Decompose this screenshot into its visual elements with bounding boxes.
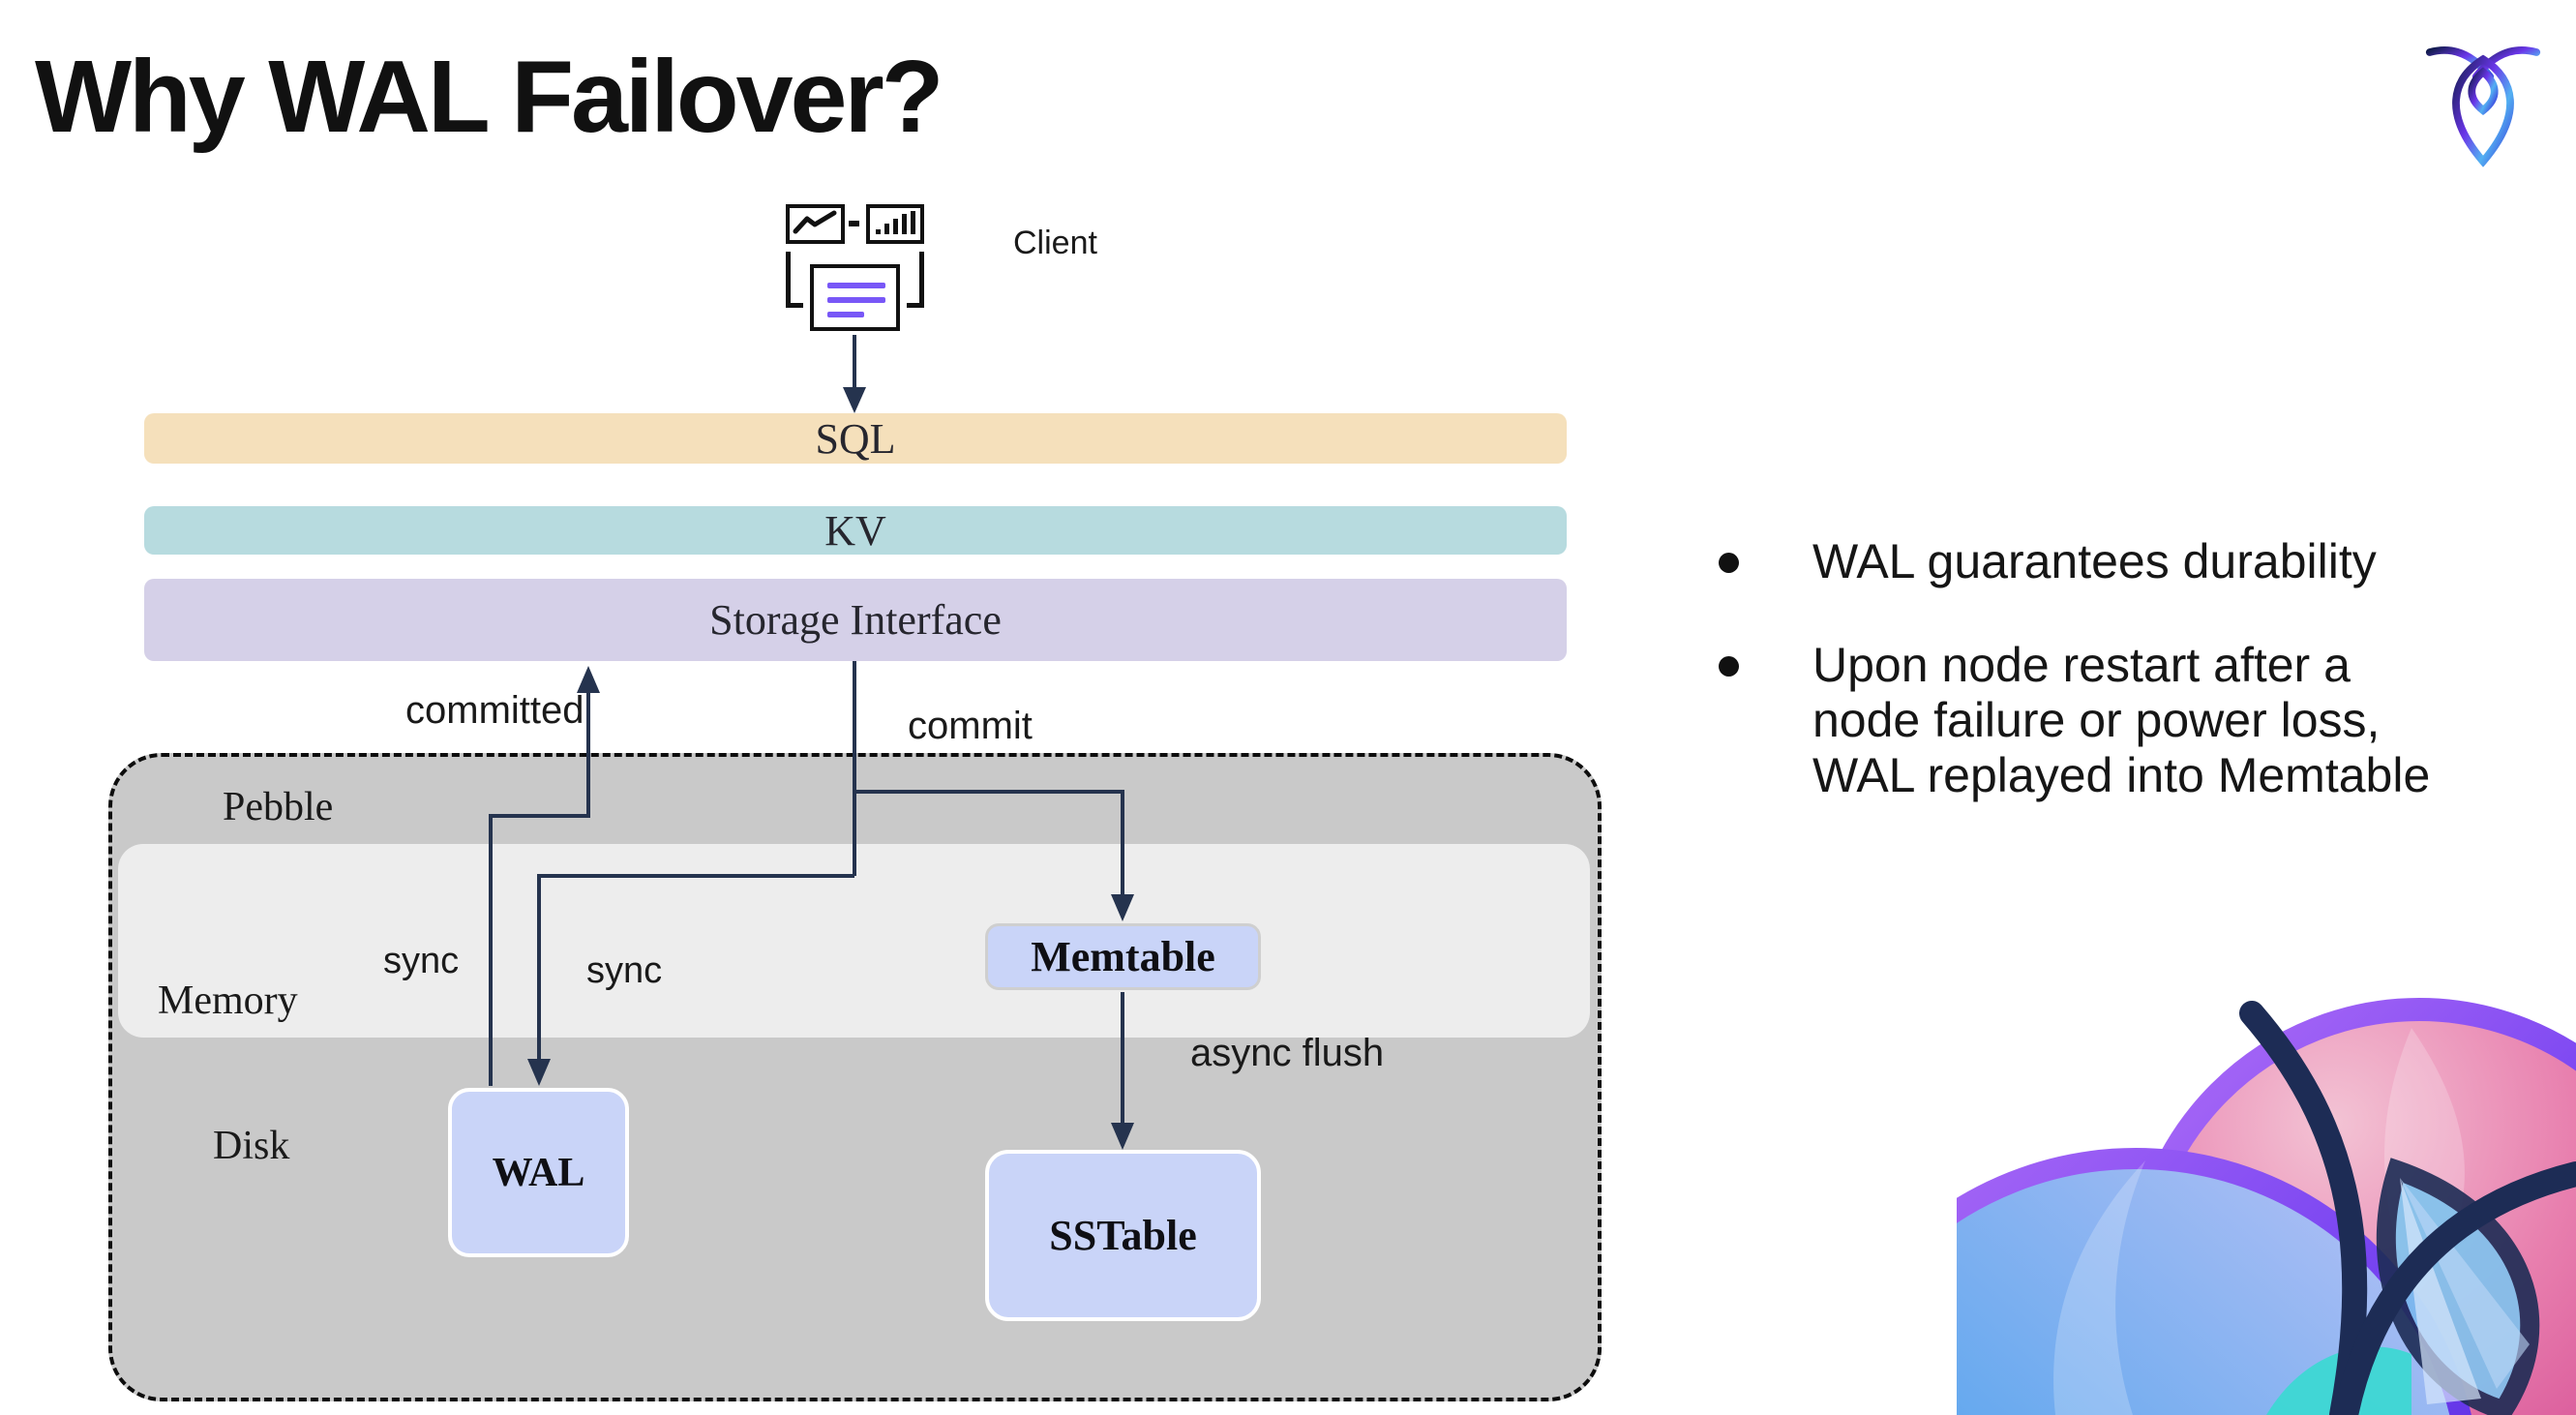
storage-interface-layer-bar: Storage Interface: [144, 579, 1567, 661]
dash-connector: [849, 221, 859, 226]
async-flush-label: async flush: [1190, 1032, 1385, 1074]
chart-bars-icon: [866, 204, 924, 244]
commit-label: commit: [908, 705, 1033, 747]
memory-label: Memory: [158, 978, 298, 1023]
bullet-item: Upon node restart after a node failure o…: [1719, 638, 2551, 803]
bracket-right-icon: [907, 252, 924, 308]
memory-band: [118, 844, 1590, 1038]
brand-graphic: [1957, 998, 2576, 1415]
pebble-label: Pebble: [223, 785, 334, 829]
sstable-box: SSTable: [985, 1150, 1261, 1321]
bracket-left-icon: [786, 252, 803, 308]
committed-label: committed: [405, 689, 584, 732]
kv-layer-bar: KV: [144, 506, 1567, 555]
bullet-text: WAL guarantees durability: [1812, 534, 2377, 588]
sql-layer-bar: SQL: [144, 413, 1567, 464]
bullet-dot-icon: [1719, 656, 1739, 677]
bullet-text: Upon node restart after a node failure o…: [1812, 638, 2431, 802]
bullet-item: WAL guarantees durability: [1719, 534, 2551, 589]
bullet-dot-icon: [1719, 553, 1739, 573]
client-label: Client: [1013, 225, 1097, 261]
sync-label-1: sync: [383, 941, 460, 981]
sync-label-2: sync: [586, 950, 663, 991]
bullet-list: WAL guarantees durability Upon node rest…: [1719, 534, 2551, 852]
cockroachdb-logo-icon: [2425, 46, 2541, 167]
disk-label: Disk: [213, 1124, 290, 1168]
memtable-box: Memtable: [985, 923, 1261, 990]
wal-box: WAL: [448, 1088, 629, 1257]
chart-line-icon: [786, 204, 845, 244]
page-title: Why WAL Failover?: [35, 40, 944, 154]
document-icon: [810, 264, 900, 331]
